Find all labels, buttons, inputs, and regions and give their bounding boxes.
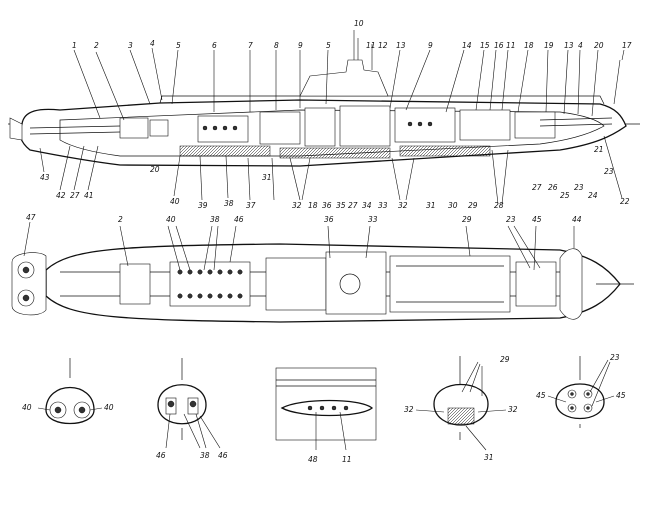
label-29: 29 (468, 201, 478, 210)
label-15: 15 (480, 41, 490, 50)
sec-aft-label-46a: 46 (156, 451, 166, 460)
label-23b: 23 (604, 167, 614, 176)
label-27b: 27 (348, 201, 358, 210)
plan-label-47: 47 (26, 213, 36, 222)
sec-bow-label-45b: 45 (616, 391, 626, 400)
label-1: 1 (72, 41, 77, 50)
label-11: 11 (366, 41, 376, 50)
plan-label-46: 46 (234, 215, 244, 224)
section-aft-torpedo: 46 38 46 (156, 358, 228, 460)
label-19: 19 (544, 41, 554, 50)
label-35: 35 (336, 201, 346, 210)
label-6: 6 (212, 41, 217, 50)
label-27c: 27 (532, 183, 542, 192)
label-18: 18 (524, 41, 534, 50)
plan-view: 47 2 40 38 46 36 33 29 23 45 44 (11, 213, 634, 323)
label-32b: 32 (398, 201, 408, 210)
label-28: 28 (494, 201, 504, 210)
sec-stern-label-40a: 40 (22, 403, 32, 412)
label-9b: 9 (428, 41, 433, 50)
label-25: 25 (560, 191, 570, 200)
label-38: 38 (224, 199, 234, 208)
sec-mid-label-29: 29 (500, 355, 510, 364)
label-40: 40 (170, 197, 180, 206)
label-2: 2 (94, 41, 99, 50)
label-13b: 13 (564, 41, 574, 50)
sec-aft-label-46b: 46 (218, 451, 228, 460)
sec-stern-label-40b: 40 (104, 403, 114, 412)
plan-label-45: 45 (532, 215, 542, 224)
label-31b: 31 (426, 201, 436, 210)
label-14: 14 (462, 41, 472, 50)
sec-bow-label-23: 23 (610, 353, 620, 362)
plan-label-23: 23 (506, 215, 516, 224)
label-30: 30 (448, 201, 458, 210)
label-18b: 18 (308, 201, 318, 210)
label-7: 7 (248, 41, 253, 50)
sec-bow-label-45a: 45 (536, 391, 546, 400)
label-32: 32 (292, 201, 302, 210)
label-21: 21 (594, 145, 604, 154)
sec-mid-label-32a: 32 (404, 405, 414, 414)
label-10: 10 (354, 19, 364, 28)
plan-label-2: 2 (118, 215, 123, 224)
label-20: 20 (594, 41, 604, 50)
label-27: 27 (70, 191, 80, 200)
label-39: 39 (198, 201, 208, 210)
label-31: 31 (262, 173, 272, 182)
label-24: 24 (588, 191, 598, 200)
label-42: 42 (56, 191, 66, 200)
sec-conning-label-11: 11 (342, 455, 352, 464)
label-17: 17 (622, 41, 632, 50)
sec-mid-label-32b: 32 (508, 405, 518, 414)
sec-aft-label-38: 38 (200, 451, 210, 460)
label-22: 22 (620, 197, 630, 206)
plan-label-36: 36 (324, 215, 334, 224)
sec-mid-label-31: 31 (484, 453, 494, 462)
plan-label-38: 38 (210, 215, 220, 224)
label-4b: 4 (578, 41, 583, 50)
plan-label-33: 33 (368, 215, 378, 224)
plan-label-29: 29 (462, 215, 472, 224)
label-20b: 20 (150, 165, 160, 174)
label-13: 13 (396, 41, 406, 50)
section-midship: 29 32 32 31 (404, 355, 518, 462)
label-36: 36 (322, 201, 332, 210)
label-33: 33 (378, 201, 388, 210)
label-5b: 5 (326, 41, 331, 50)
label-8: 8 (274, 41, 279, 50)
plan-label-44: 44 (572, 215, 582, 224)
section-stern: 40 40 (22, 358, 114, 425)
label-11b: 11 (506, 41, 516, 50)
side-elevation-view: 1 2 3 4 5 6 7 8 9 5 10 11 12 13 9 14 15 … (8, 19, 640, 210)
label-37: 37 (246, 201, 256, 210)
label-5: 5 (176, 41, 181, 50)
label-4: 4 (150, 39, 155, 48)
label-43: 43 (40, 173, 50, 182)
section-bow: 23 45 45 (536, 353, 626, 428)
label-23: 23 (574, 183, 584, 192)
label-12: 12 (378, 41, 388, 50)
label-16: 16 (494, 41, 504, 50)
label-26: 26 (548, 183, 558, 192)
section-conning: 48 11 (275, 367, 377, 464)
label-9: 9 (298, 41, 303, 50)
plan-label-40: 40 (166, 215, 176, 224)
label-3: 3 (128, 41, 133, 50)
label-41: 41 (84, 191, 94, 200)
sec-conning-label-48: 48 (308, 455, 318, 464)
label-34: 34 (362, 201, 372, 210)
